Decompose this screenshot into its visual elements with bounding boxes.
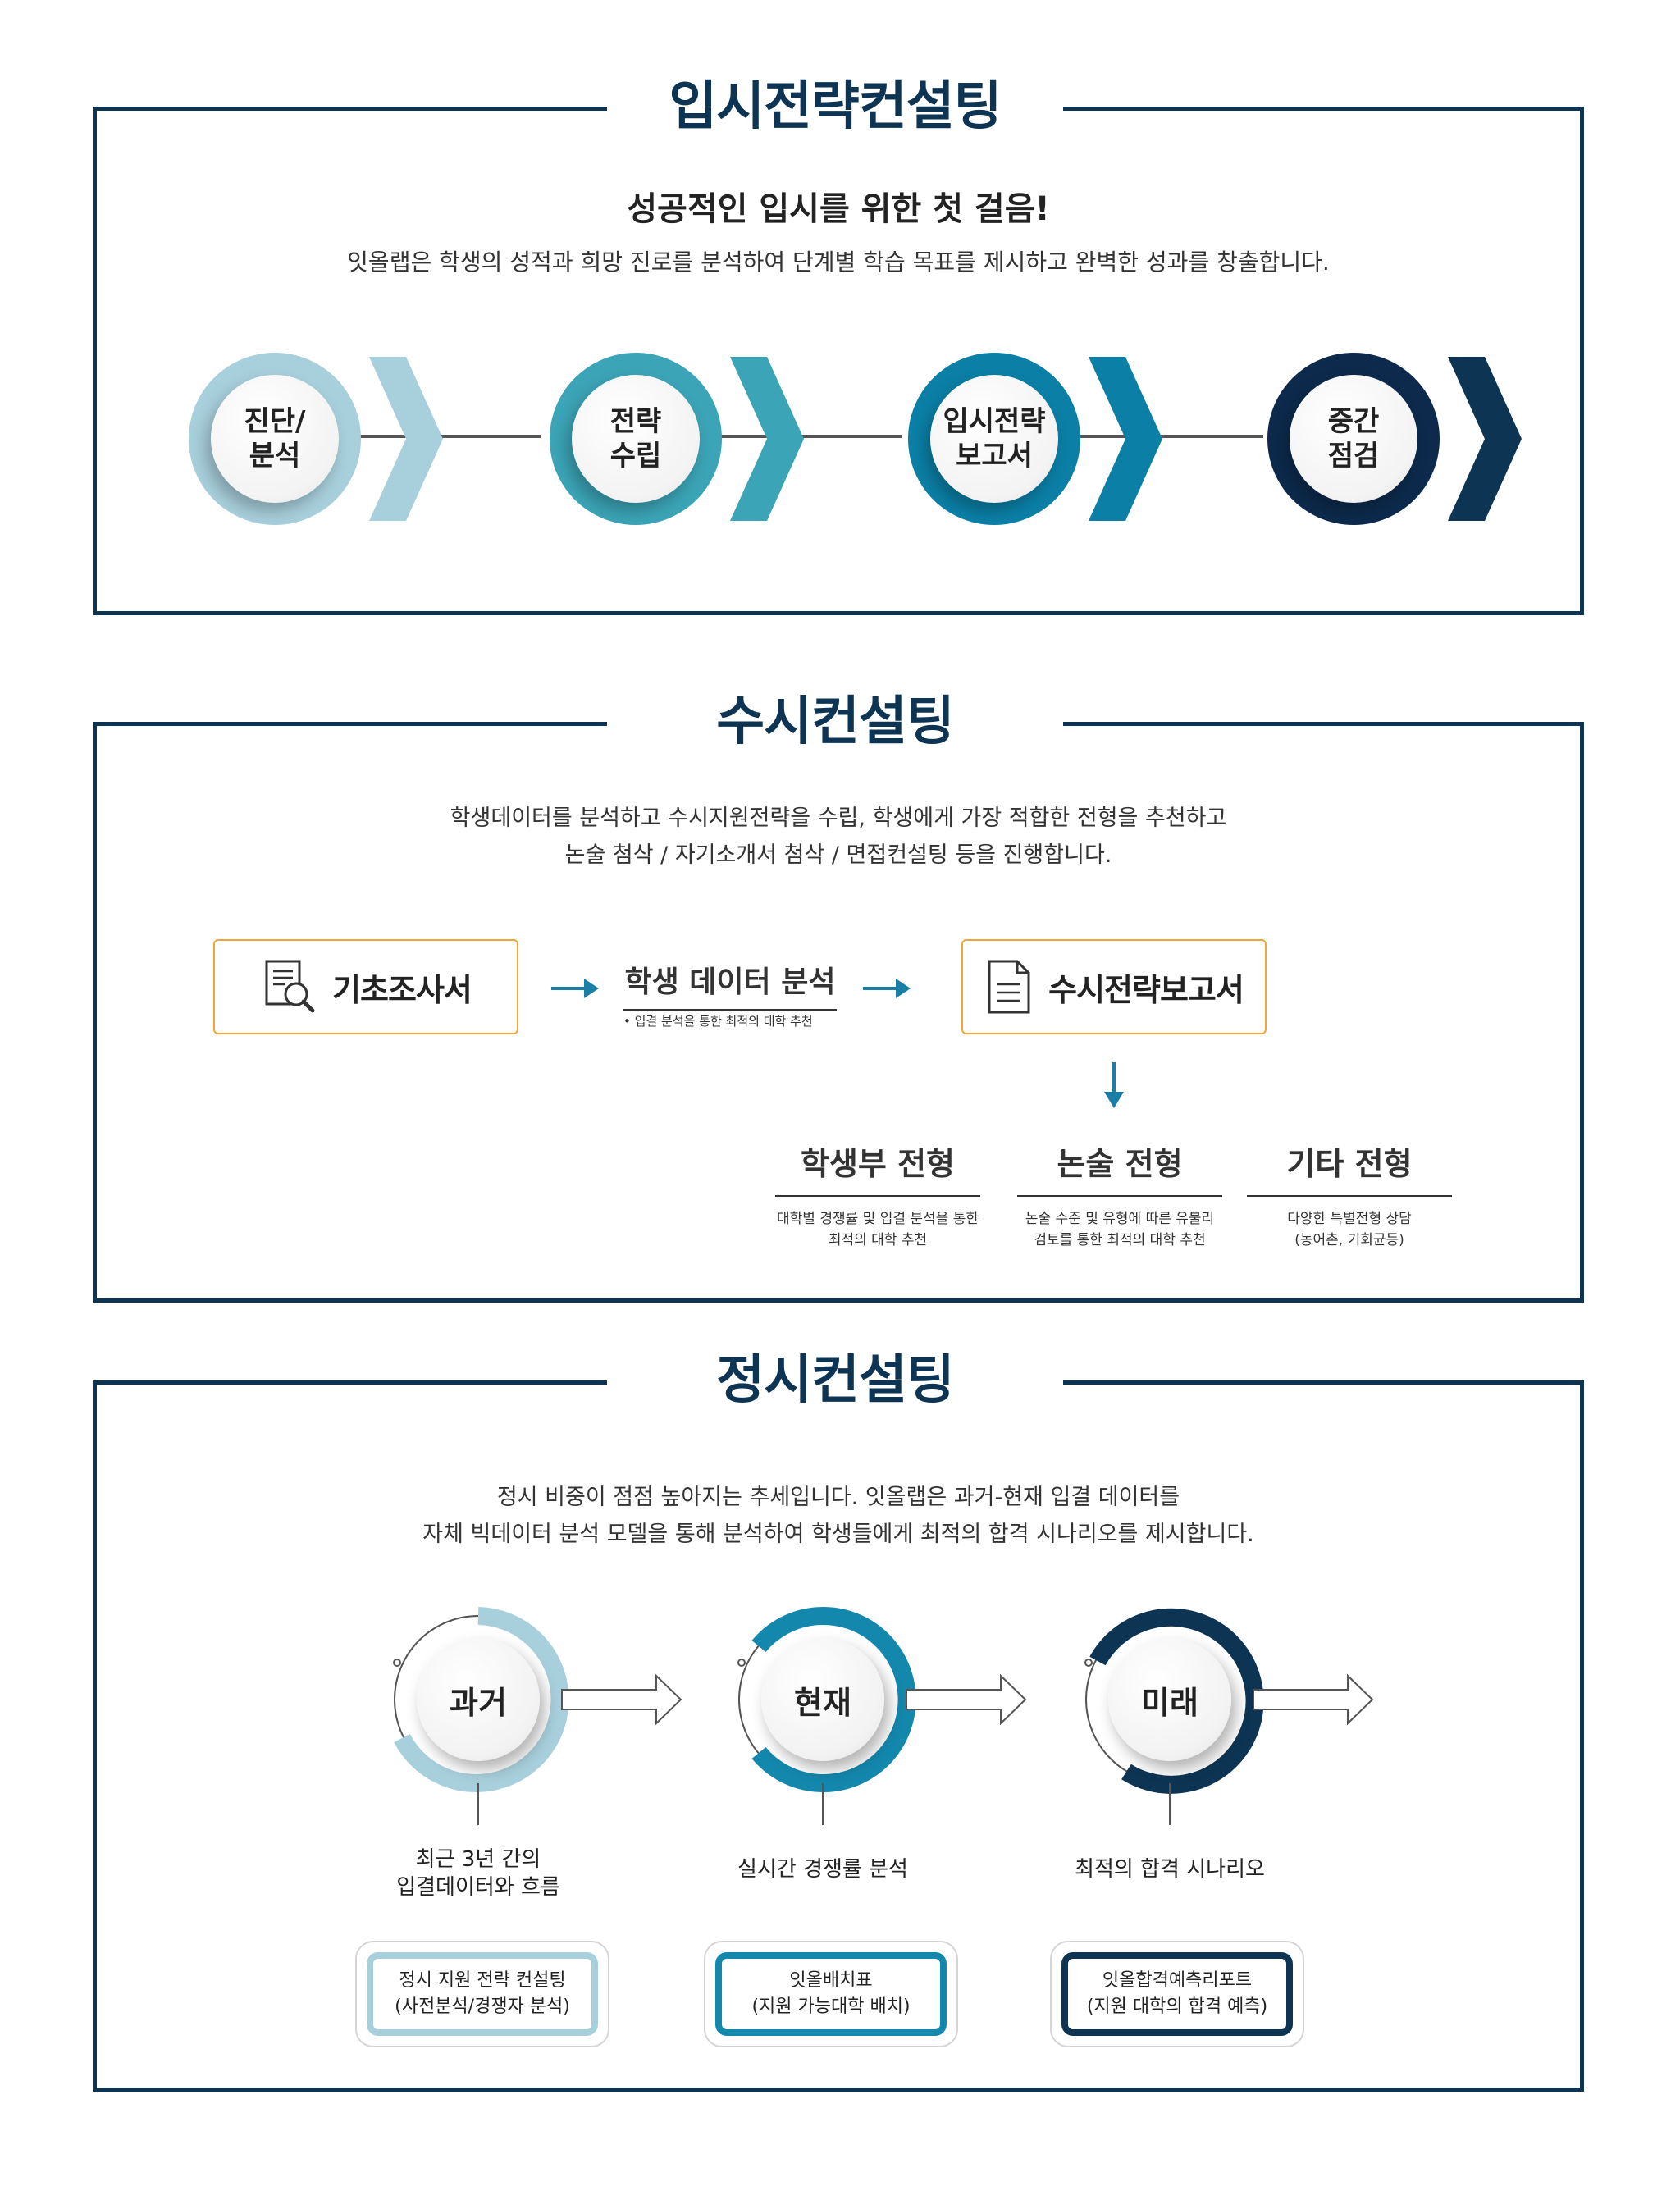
pill-title: 잇올합격예측리포트 bbox=[1102, 1970, 1253, 1991]
chevron-right-icon bbox=[1448, 357, 1522, 521]
pill-title: 잇올배치표 bbox=[789, 1970, 873, 1991]
result-description: 다양한 특별전형 상담 (농어촌, 기회균등) bbox=[1287, 1211, 1412, 1248]
stage-past: 과거 bbox=[353, 1587, 697, 1825]
data-analysis-note: • 입결 분석을 통한 최적의 대학 추천 bbox=[623, 1014, 813, 1029]
step-strategy: 전략 수립 bbox=[533, 349, 878, 529]
early-strategy-report-box: 수시전략보고서 bbox=[961, 939, 1267, 1034]
basic-survey-label: 기초조사서 bbox=[332, 971, 472, 1008]
section3-title: 정시컨설팅 bbox=[607, 1339, 1063, 1422]
pill-subtitle: (사전분석/경쟁자 분석) bbox=[395, 1996, 570, 2017]
section1-description: 잇올랩은 학생의 성적과 희망 진로를 분석하여 단계별 학습 목표를 제시하고… bbox=[347, 249, 1330, 276]
step-connector-3 bbox=[1075, 435, 1263, 438]
step-diagnosis: 진단/ 분석 bbox=[172, 349, 517, 529]
stage-label: 미래 bbox=[1108, 1638, 1231, 1761]
section2-description-line2: 논술 첨삭 / 자기소개서 첨삭 / 면접컨설팅 등을 진행합니다. bbox=[564, 842, 1112, 868]
early-strategy-report-label: 수시전략보고서 bbox=[1048, 971, 1244, 1008]
section3-description-line2: 자체 빅데이터 분석 모델을 통해 분석하여 학생들에게 최적의 합격 시나리오… bbox=[422, 1522, 1254, 1547]
result-other: 기타 전형 다양한 특별전형 상담 (농어촌, 기회균등) bbox=[1247, 1139, 1452, 1251]
chevron-right-icon bbox=[730, 357, 804, 521]
result-essay: 논술 전형 논술 수준 및 유형에 따른 유불리 검토를 통한 최적의 대학 추… bbox=[1017, 1139, 1222, 1251]
result-title: 학생부 전형 bbox=[775, 1139, 980, 1197]
pill-title: 정시 지원 전략 컨설팅 bbox=[399, 1970, 566, 1991]
chevron-right-icon bbox=[1089, 357, 1162, 521]
present-service-pill: 잇올배치표 (지원 가능대학 배치) bbox=[704, 1941, 958, 2047]
stage-description: 실시간 경쟁률 분석 bbox=[737, 1857, 908, 1882]
step-report: 입시전략 보고서 bbox=[892, 349, 1236, 529]
step-label: 입시전략 보고서 bbox=[930, 375, 1058, 503]
basic-survey-box: 기초조사서 bbox=[213, 939, 518, 1034]
stage-future: 미래 bbox=[1044, 1587, 1389, 1825]
stage-label: 현재 bbox=[761, 1638, 884, 1761]
stage-ring bbox=[393, 1607, 682, 1825]
result-title: 기타 전형 bbox=[1247, 1139, 1452, 1197]
stage-description: 최적의 합격 시나리오 bbox=[1075, 1857, 1265, 1882]
chevron-right-icon bbox=[369, 357, 443, 521]
document-icon bbox=[988, 960, 1030, 1014]
section1-headline: 성공적인 입시를 위한 첫 걸음! bbox=[627, 190, 1050, 228]
step-label: 전략 수립 bbox=[572, 375, 700, 503]
pill-subtitle: (지원 가능대학 배치) bbox=[751, 1996, 911, 2017]
stage-description: 최근 3년 간의 입결데이터와 흐름 bbox=[396, 1847, 560, 1900]
step-connector-2 bbox=[714, 435, 902, 438]
document-search-icon bbox=[265, 960, 315, 1013]
stage-ring bbox=[1084, 1608, 1374, 1825]
step-label: 중간 점검 bbox=[1290, 375, 1418, 503]
section1-title: 입시전략컨설팅 bbox=[607, 66, 1063, 148]
result-description: 논술 수준 및 유형에 따른 유불리 검토를 통한 최적의 대학 추천 bbox=[1025, 1211, 1215, 1248]
arrow-right-icon bbox=[551, 979, 599, 998]
stage-present: 현재 bbox=[697, 1587, 1042, 1825]
step-connector-1 bbox=[353, 435, 541, 438]
step-label: 진단/ 분석 bbox=[211, 375, 339, 503]
section3-description-line1: 정시 비중이 점점 높아지는 추세입니다. 잇올랩은 과거-현재 입결 데이터를 bbox=[496, 1485, 1180, 1510]
result-student-record: 학생부 전형 대학별 경쟁률 및 입결 분석을 통한 최적의 대학 추천 bbox=[775, 1139, 980, 1251]
future-service-pill: 잇올합격예측리포트 (지원 대학의 합격 예측) bbox=[1050, 1941, 1304, 2047]
stage-ring bbox=[737, 1607, 1027, 1825]
section2-description-line1: 학생데이터를 분석하고 수시지원전략을 수립, 학생에게 가장 적합한 전형을 … bbox=[450, 805, 1227, 831]
pill-subtitle: (지원 대학의 합격 예측) bbox=[1086, 1996, 1268, 2017]
result-title: 논술 전형 bbox=[1017, 1139, 1222, 1197]
result-description: 대학별 경쟁률 및 입결 분석을 통한 최적의 대학 추천 bbox=[777, 1211, 979, 1248]
data-analysis-title: 학생 데이터 분석 bbox=[623, 958, 837, 1011]
stage-label: 과거 bbox=[417, 1638, 540, 1761]
step-checkpoint: 중간 점검 bbox=[1251, 349, 1596, 529]
past-service-pill: 정시 지원 전략 컨설팅 (사전분석/경쟁자 분석) bbox=[355, 1941, 609, 2047]
arrow-down-icon bbox=[1104, 1062, 1124, 1108]
section2-title: 수시컨설팅 bbox=[607, 681, 1063, 763]
arrow-right-icon bbox=[863, 979, 911, 998]
